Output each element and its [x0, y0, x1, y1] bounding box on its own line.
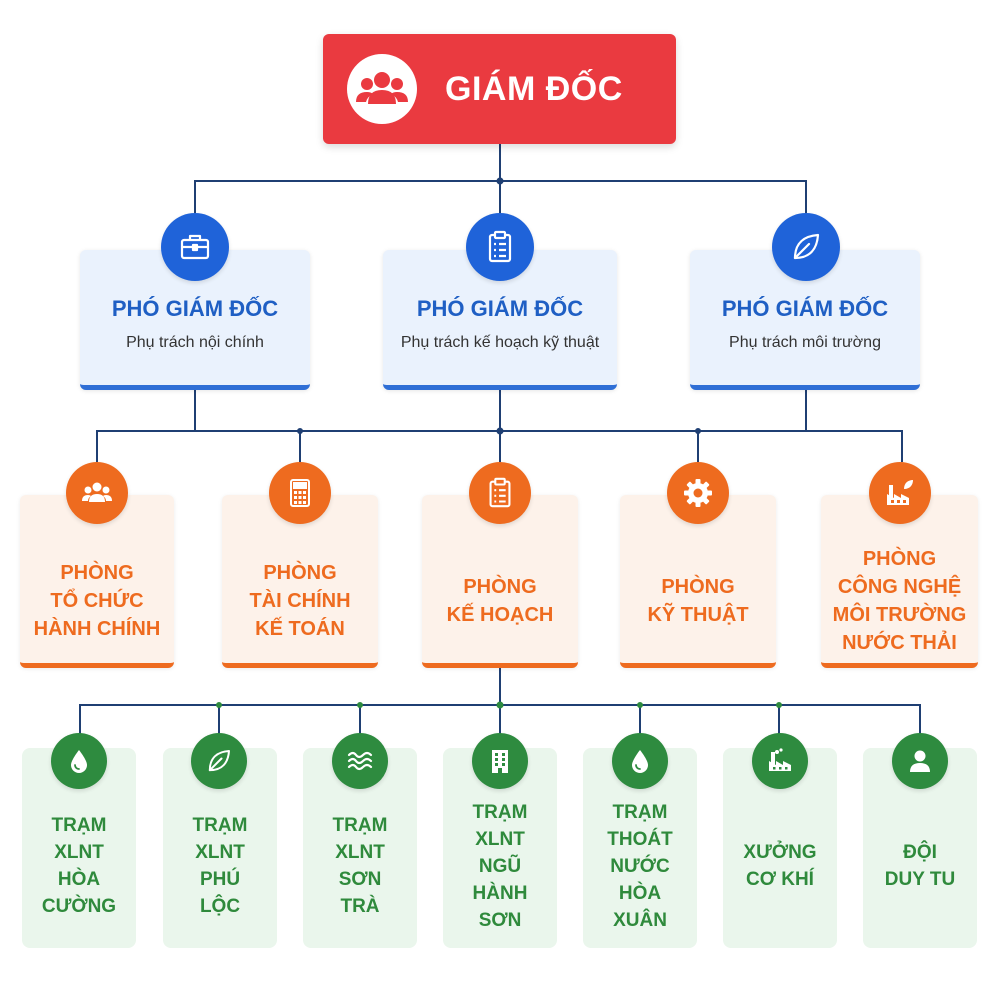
department-label-line: PHÒNG: [463, 576, 537, 598]
department-label: PHÒNG CÔNG NGHỆ MÔI TRƯỜNG NƯỚC THẢI: [821, 547, 978, 655]
people-group-icon: [347, 54, 417, 124]
station-label-line: TRÀ: [340, 896, 380, 917]
station-box-ngu-hanh-son: TRẠM XLNT NGŨ HÀNH SƠN: [443, 748, 557, 948]
station-label-line: ĐỘI: [903, 842, 937, 863]
department-label-line: NƯỚC THẢI: [842, 632, 957, 654]
leaf-icon: [772, 213, 840, 281]
station-label: ĐỘI DUY TU: [863, 798, 977, 934]
station-label-line: NƯỚC: [610, 855, 670, 877]
station-label-line: XLNT: [475, 828, 525, 850]
department-label-line: TÀI CHÍNH: [249, 590, 351, 612]
eco-factory-icon: [869, 462, 931, 524]
deputy-subtitle: Phụ trách môi trường: [729, 334, 881, 351]
station-label-line: TRẠM: [332, 815, 388, 836]
station-label-line: TRẠM: [472, 801, 528, 823]
department-label-line: KẾ HOẠCH: [446, 604, 554, 626]
clipboard-icon: [466, 213, 534, 281]
station-label-line: XƯỞNG: [743, 842, 817, 863]
station-label-line: LỘC: [199, 896, 241, 917]
department-label-line: CÔNG NGHỆ: [837, 576, 962, 598]
department-label: PHÒNG TỔ CHỨC HÀNH CHÍNH: [20, 547, 174, 655]
station-label: TRẠM XLNT HÒA CƯỜNG: [22, 798, 136, 934]
department-label-line: PHÒNG: [263, 562, 337, 584]
station-label-line: TRẠM: [51, 815, 107, 836]
department-label-line: PHÒNG: [862, 548, 937, 570]
station-label: TRẠM XLNT SƠN TRÀ: [303, 798, 417, 934]
calculator-icon: [269, 462, 331, 524]
station-label-line: CƯỜNG: [41, 896, 117, 917]
water-drop-icon: [51, 733, 107, 789]
station-label-line: TRẠM: [192, 815, 248, 836]
deputy-subtitle: Phụ trách kế hoạch kỹ thuật: [400, 334, 600, 351]
station-label-line: XLNT: [335, 842, 385, 863]
deputy-title: PHÓ GIÁM ĐỐC: [721, 296, 889, 321]
deputy-title: PHÓ GIÁM ĐỐC: [416, 296, 584, 321]
briefcase-icon: [161, 213, 229, 281]
station-label-line: SƠN: [478, 909, 522, 931]
station-box-son-tra: TRẠM XLNT SƠN TRÀ: [303, 748, 417, 948]
building-icon: [472, 733, 528, 789]
clipboard-icon: [469, 462, 531, 524]
station-box-hoa-cuong: TRẠM XLNT HÒA CƯỜNG: [22, 748, 136, 948]
station-label-line: THOÁT: [607, 828, 673, 850]
director-title: GIÁM ĐỐC: [445, 70, 623, 108]
station-label-line: CƠ KHÍ: [746, 869, 814, 890]
department-label: PHÒNG TÀI CHÍNH KẾ TOÁN: [222, 547, 378, 655]
department-label-line: PHÒNG: [60, 562, 134, 584]
station-label-line: HÒA: [57, 869, 101, 890]
deputy-subtitle: Phụ trách nội chính: [126, 334, 264, 351]
factory-icon: [752, 733, 808, 789]
station-label-line: XLNT: [54, 842, 104, 863]
station-label-line: XUÂN: [613, 909, 667, 931]
department-label-line: TỔ CHỨC: [50, 590, 144, 612]
station-label-line: DUY TU: [884, 869, 956, 890]
gear-icon: [667, 462, 729, 524]
water-drop-icon: [612, 733, 668, 789]
department-label-line: KẾ TOÁN: [255, 618, 345, 640]
leaf-icon: [191, 733, 247, 789]
department-label-line: PHÒNG: [661, 576, 735, 598]
person-icon: [892, 733, 948, 789]
department-label: PHÒNG KẾ HOẠCH: [422, 547, 578, 655]
station-label-line: HÒA: [618, 882, 662, 904]
station-label: TRẠM XLNT PHÚ LỘC: [163, 798, 277, 934]
station-label-line: SƠN: [338, 869, 382, 890]
station-label: XƯỞNG CƠ KHÍ: [723, 798, 837, 934]
station-label-line: XLNT: [195, 842, 245, 863]
department-label-line: KỸ THUẬT: [647, 604, 749, 626]
deputy-title: PHÓ GIÁM ĐỐC: [111, 296, 279, 321]
department-label-line: MÔI TRƯỜNG: [832, 604, 967, 626]
people-group-icon: [66, 462, 128, 524]
director-box: GIÁM ĐỐC: [323, 34, 676, 144]
station-label-line: HÀNH: [472, 882, 528, 904]
station-label-line: TRẠM: [612, 801, 668, 823]
station-label: TRẠM THOÁT NƯỚC HÒA XUÂN: [583, 798, 697, 934]
station-label-line: NGŨ: [478, 855, 522, 877]
department-label-line: HÀNH CHÍNH: [33, 618, 161, 640]
station-label-line: PHÚ: [199, 869, 241, 890]
station-box-phu-loc: TRẠM XLNT PHÚ LỘC: [163, 748, 277, 948]
waves-icon: [332, 733, 388, 789]
department-label: PHÒNG KỸ THUẬT: [620, 547, 776, 655]
station-label: TRẠM XLNT NGŨ HÀNH SƠN: [443, 798, 557, 934]
